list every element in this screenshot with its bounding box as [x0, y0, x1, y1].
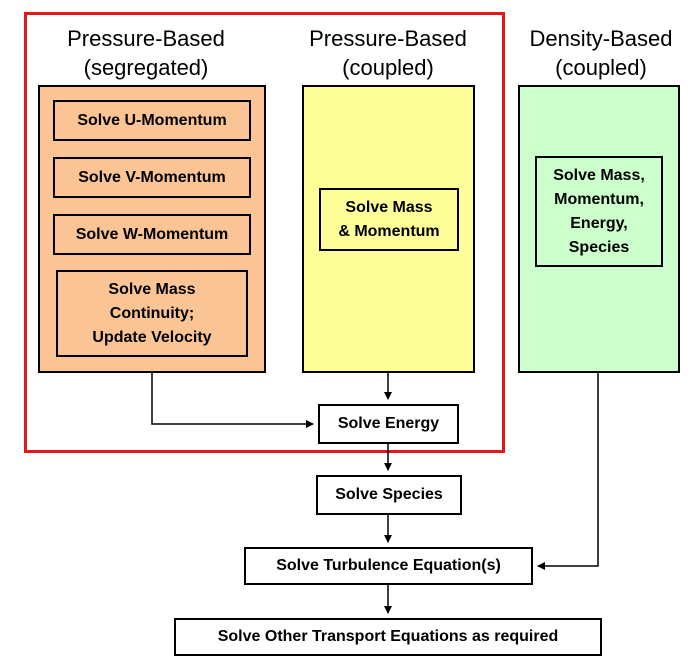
density-step-line1: Solve Mass, [553, 166, 645, 184]
mass-continuity-line3: Update Velocity [92, 328, 212, 346]
density-to-turbulence-arrow [537, 373, 599, 570]
v-momentum-box: Solve V-Momentum [53, 157, 251, 198]
mass-continuity-line1: Solve Mass [108, 280, 196, 298]
segregated-to-energy-arrow [151, 373, 314, 428]
u-momentum-label: Solve U-Momentum [77, 111, 227, 129]
density-step-line4: Species [568, 238, 630, 256]
mass-continuity-box: Solve Mass Continuity; Update Velocity [56, 270, 248, 357]
pressure-coupled-panel [302, 85, 475, 373]
w-momentum-label: Solve W-Momentum [75, 225, 229, 243]
solve-species-label: Solve Species [335, 486, 443, 503]
solve-turbulence-label: Solve Turbulence Equation(s) [276, 557, 501, 574]
solve-species-box: Solve Species [316, 475, 462, 515]
v-momentum-label: Solve V-Momentum [78, 168, 226, 186]
segregated-heading-line1: Pressure-Based [67, 26, 225, 51]
mass-continuity-line2: Continuity; [109, 304, 195, 322]
pressure-based-highlight-frame [24, 12, 505, 453]
pressure-coupled-heading-line2: (coupled) [342, 55, 434, 80]
solve-other-transport-box: Solve Other Transport Equations as requi… [174, 618, 602, 656]
density-coupled-heading: Density-Based (coupled) [510, 24, 692, 82]
pressure-coupled-heading-line1: Pressure-Based [309, 26, 467, 51]
solve-energy-box: Solve Energy [318, 404, 459, 444]
solve-other-transport-label: Solve Other Transport Equations as requi… [217, 628, 559, 645]
segregated-heading: Pressure-Based (segregated) [38, 24, 254, 82]
solve-energy-label: Solve Energy [337, 415, 440, 432]
density-coupled-heading-line1: Density-Based [529, 26, 673, 51]
density-coupled-panel [518, 85, 680, 373]
density-coupled-heading-line2: (coupled) [555, 55, 647, 80]
density-step-line2: Momentum, [554, 190, 644, 208]
w-momentum-box: Solve W-Momentum [53, 214, 251, 255]
mass-momentum-line2: & Momentum [338, 222, 440, 240]
u-momentum-box: Solve U-Momentum [53, 100, 251, 141]
segregated-panel [38, 85, 266, 373]
mass-momentum-box: Solve Mass & Momentum [319, 188, 459, 251]
solve-turbulence-box: Solve Turbulence Equation(s) [244, 547, 533, 585]
mass-momentum-line1: Solve Mass [345, 198, 433, 216]
pressure-coupled-heading: Pressure-Based (coupled) [286, 24, 490, 82]
segregated-heading-line2: (segregated) [83, 55, 209, 80]
density-step-line3: Energy, [570, 214, 628, 232]
density-coupled-step-box: Solve Mass, Momentum, Energy, Species [535, 156, 663, 267]
